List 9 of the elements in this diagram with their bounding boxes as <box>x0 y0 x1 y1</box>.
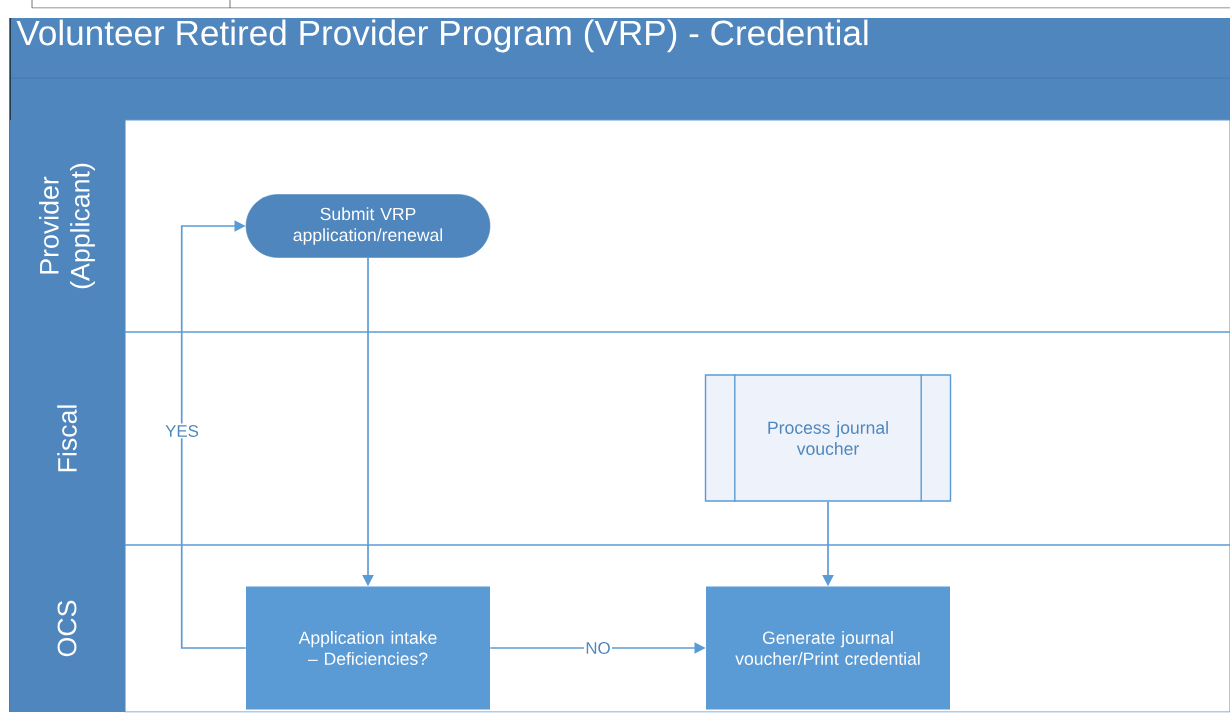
node-label: Provider (Applicant) <box>39 163 95 289</box>
edge-label: NO <box>583 640 613 656</box>
edge-label: YES <box>163 423 201 439</box>
arrow <box>180 220 247 649</box>
node-label: OCS <box>57 600 77 657</box>
process-box: Application intake – Deficiencies? <box>246 586 490 710</box>
process-box: Generate journal voucher/Print credential <box>706 586 950 710</box>
subprocess-box: Process journal voucher <box>704 373 952 503</box>
node-label: Fiscal <box>57 405 77 472</box>
